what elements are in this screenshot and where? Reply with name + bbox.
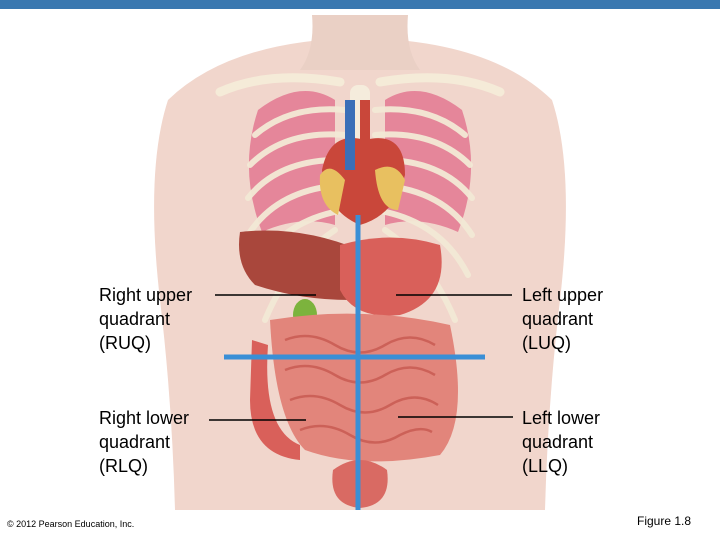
copyright-notice: © 2012 Pearson Education, Inc. [7, 519, 135, 529]
clavicle-left [375, 73, 505, 97]
aorta [360, 100, 370, 160]
rib-cage [245, 106, 475, 323]
label-right-lower-quadrant: Right lower quadrant (RLQ) [99, 408, 190, 476]
fat-left [375, 166, 405, 210]
clavicle-right [215, 73, 345, 97]
label-right-upper-quadrant: Right upper quadrant (RUQ) [99, 285, 193, 353]
vena-cava [345, 100, 355, 170]
heart [322, 138, 405, 225]
figure-number: Figure 1.8 [637, 514, 692, 528]
small-intestine [270, 313, 458, 462]
liver [239, 230, 360, 300]
neck [300, 15, 420, 70]
large-intestine [250, 340, 300, 460]
stomach [340, 237, 442, 316]
label-left-upper-quadrant: Left upper quadrant (LUQ) [522, 285, 604, 353]
fat-right [319, 168, 345, 215]
top-accent-bar [0, 0, 720, 9]
label-left-lower-quadrant: Left lower quadrant (LLQ) [522, 408, 601, 476]
